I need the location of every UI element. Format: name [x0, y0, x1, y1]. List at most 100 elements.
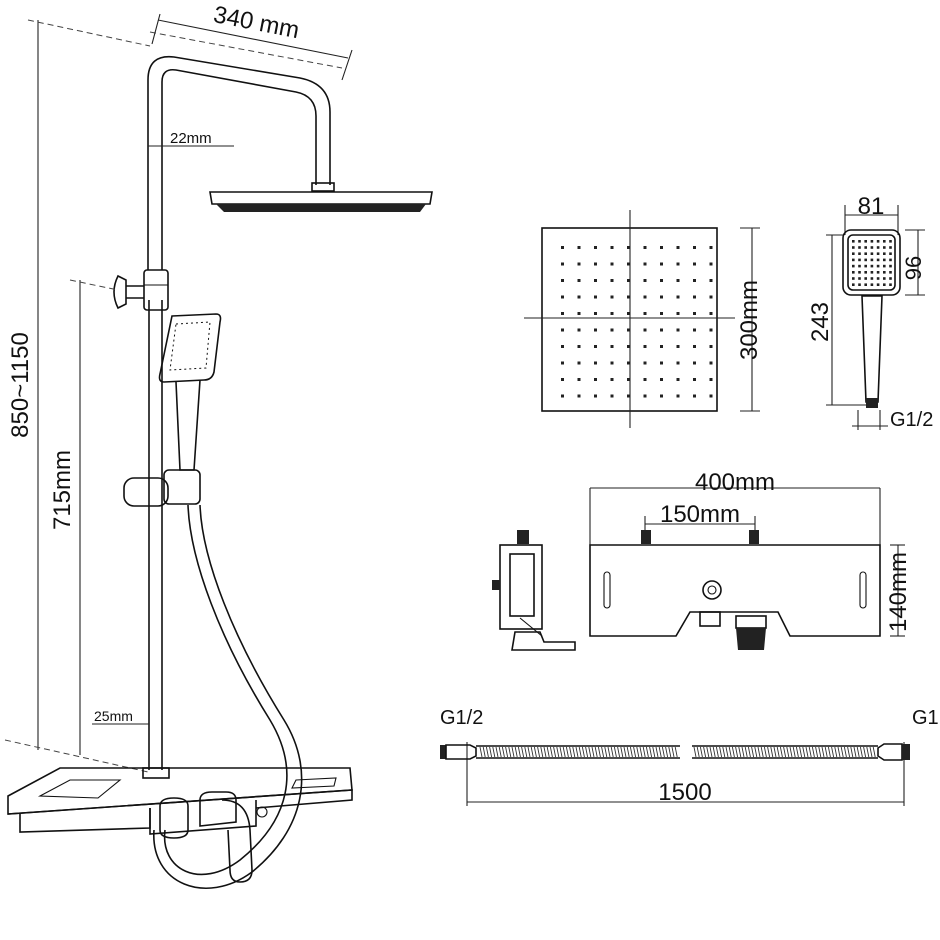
hose-rib: [802, 746, 806, 758]
hand-total-label: 243: [807, 302, 834, 342]
hose-rib: [872, 746, 876, 758]
nozzle-dot: [577, 378, 581, 381]
hand-nozzle-dot: [870, 264, 874, 268]
hose-rib: [572, 746, 576, 758]
hose-rib: [585, 746, 589, 758]
hose-nut-right: [902, 744, 910, 760]
nozzle-dot: [660, 262, 663, 266]
mixer-centers-label: 150mm: [660, 501, 740, 528]
nozzle-dot: [676, 394, 680, 398]
hand-nozzle-dot: [852, 271, 855, 274]
hand-nozzle-dot: [864, 252, 867, 255]
nozzle-dot: [693, 246, 696, 249]
nozzle-dot: [643, 312, 647, 315]
hose-rib: [767, 746, 771, 758]
front-outlet-ring: [702, 580, 722, 600]
nozzle-dot: [610, 345, 614, 348]
hand-nozzle-dot: [852, 258, 855, 262]
mixer-side-inlet: [517, 530, 529, 544]
hose-rib: [863, 746, 867, 758]
lever-handle: [221, 799, 253, 883]
mixer-front-body: [589, 544, 881, 637]
thermostat-knob: [159, 797, 189, 839]
nozzle-dot: [660, 345, 663, 348]
hand-nozzle-dot: [852, 240, 855, 243]
hose-rib: [578, 746, 582, 758]
nozzle-dot: [660, 378, 663, 381]
hose-ribbing: [479, 746, 876, 758]
nozzle-dot: [561, 378, 564, 381]
arm-dim-line: [157, 19, 349, 59]
hose-rib: [559, 746, 563, 758]
nozzle-dot: [643, 295, 647, 299]
shelf-front-edge: [7, 789, 353, 815]
nozzle-dot: [627, 279, 630, 282]
hose-rib: [799, 746, 803, 758]
hose-outer: [163, 504, 288, 876]
hand-nozzle-dot: [852, 277, 855, 280]
hose-inner: [153, 504, 303, 889]
hose-rib: [696, 746, 700, 758]
hose-rib: [482, 746, 486, 758]
nozzle-dot: [561, 246, 564, 249]
hose-rib: [537, 746, 541, 758]
hose-rib: [588, 746, 592, 758]
hose-rib: [597, 746, 601, 758]
hose-rib: [725, 746, 729, 758]
hose-rib: [655, 746, 659, 758]
hand-nozzle-dot: [852, 264, 855, 268]
hose-rib: [636, 746, 640, 758]
hand-nozzle-dot: [852, 252, 855, 255]
hose-rib: [866, 746, 870, 758]
hose-rib: [757, 746, 761, 758]
hose-detail: G1/2 G1 1500: [440, 707, 939, 806]
hand-nozzle-dot: [889, 271, 892, 274]
front-outlet-center: [707, 585, 717, 595]
hand-nozzle-dot: [858, 252, 861, 255]
front-lower-outlet: [736, 628, 766, 650]
hand-nozzle-dot: [883, 277, 886, 280]
hose-rib: [581, 746, 585, 758]
nozzle-dot: [594, 279, 597, 282]
nozzle-dot: [627, 246, 630, 249]
hand-nozzle-dot: [864, 246, 867, 249]
hose-rib: [546, 746, 550, 758]
rain-head-nozzle-grid: [561, 246, 713, 398]
nozzle-dot: [709, 328, 713, 332]
hose-thread-left-label: G1/2: [440, 707, 483, 729]
hand-handle-outline: [861, 295, 883, 403]
hose-rib: [712, 746, 716, 758]
hand-nozzle-dot: [864, 264, 867, 268]
hand-thread-label: G1/2: [890, 409, 933, 431]
hand-nozzle-dot: [876, 277, 880, 280]
hose-rib: [747, 746, 751, 758]
nozzle-dot: [610, 361, 614, 365]
nozzle-dot: [709, 312, 713, 315]
shelf-slot-right: [291, 777, 337, 789]
nozzle-dot: [594, 361, 597, 365]
hand-nozzle-dot: [876, 246, 880, 249]
arm-dim-ext-right: [341, 49, 353, 81]
total-height-guide-top: [27, 19, 151, 47]
nozzle-dot: [610, 312, 614, 315]
hand-nozzle-dot: [889, 258, 892, 262]
hose-rib: [722, 746, 726, 758]
nozzle-dot: [693, 312, 696, 315]
hand-nozzle-dot: [876, 240, 880, 243]
hand-nozzle-dot: [864, 271, 867, 274]
nozzle-dot: [610, 295, 614, 299]
hand-nozzle-dot: [883, 271, 886, 274]
hand-nozzle-dot: [858, 277, 861, 280]
hose-rib: [517, 746, 521, 758]
hose-rib: [703, 746, 707, 758]
hose-rib: [735, 746, 739, 758]
nozzle-dot: [561, 394, 564, 398]
rain-head-side: [209, 191, 433, 205]
rain-head-top-view: 300mm: [524, 210, 763, 428]
hose-rib: [652, 746, 656, 758]
hand-head-outline: [842, 229, 901, 296]
rain-head-nozzles: [216, 204, 426, 212]
nozzle-dot: [627, 328, 630, 332]
inlet-left: [641, 530, 651, 544]
